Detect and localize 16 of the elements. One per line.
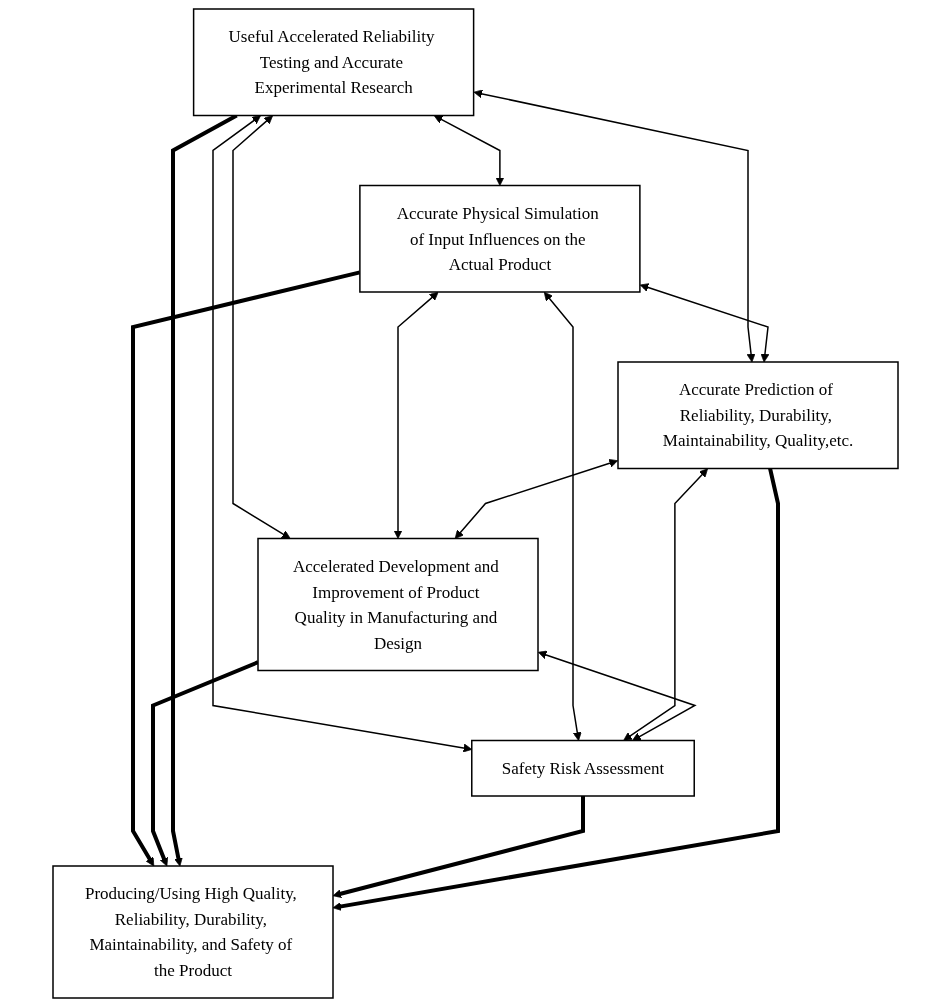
node-box: Useful Accelerated Reliability Testing and Accurate Experimental Research: [192, 7, 475, 116]
node-box: Accurate Prediction of Reliability, Durability, Maintainability, Quality,etc.: [617, 360, 899, 469]
node-box: Accurate Physical Simulation of Input Influences on the Actual Product: [359, 184, 641, 293]
arrow: [433, 114, 505, 186]
arrow: [543, 291, 582, 741]
arrow: [454, 458, 618, 539]
arrow: [232, 114, 291, 539]
arrow: [151, 659, 259, 866]
node-box: Safety Risk Assessment: [471, 739, 695, 797]
arrow: [639, 282, 770, 362]
node-box: Producing/Using High Quality, Reliability, Durability, Maintainability, and Safety of the Product: [52, 864, 334, 999]
arrow: [393, 291, 439, 539]
node-box: Accelerated Development and Improvement of Product Quality in Manufacturing and Design: [257, 537, 539, 671]
arrow: [473, 89, 756, 362]
arrow: [538, 650, 697, 741]
arrow: [623, 467, 708, 741]
